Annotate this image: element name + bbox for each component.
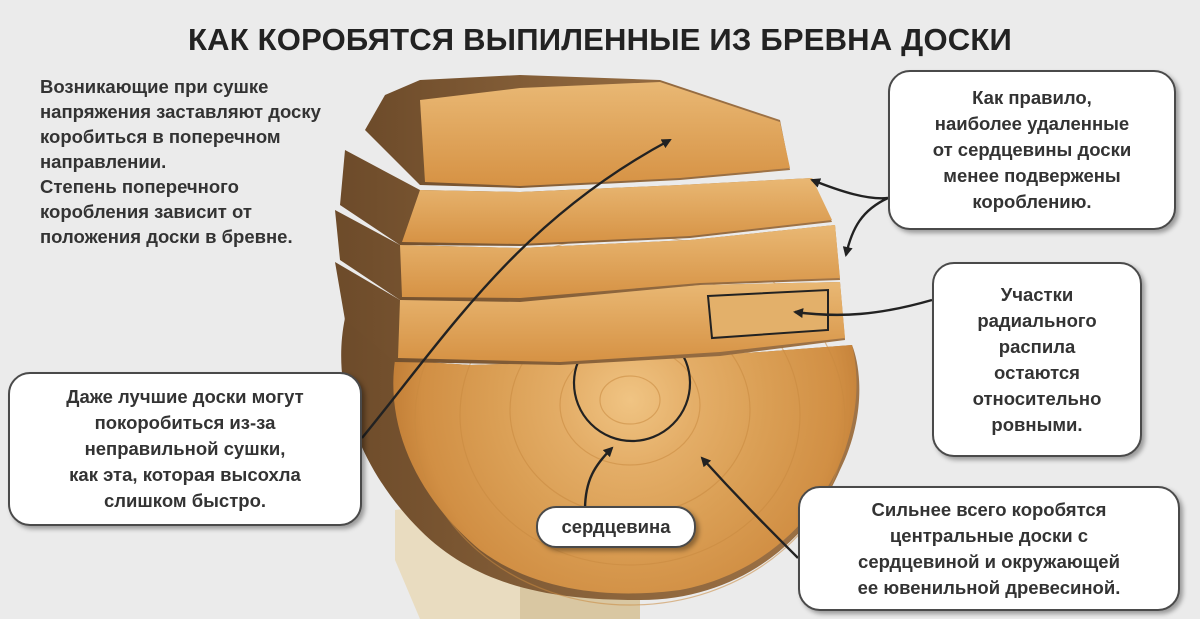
arrow-central (700, 456, 799, 559)
intro-text: Возникающие при сушке напряжения заставл… (40, 74, 330, 249)
arrows (361, 138, 933, 559)
callout-best-boards: Даже лучшие доски могут покоробиться из-… (8, 372, 362, 526)
board-1 (365, 75, 790, 188)
callout-radial-cut-text: Участки радиального распила остаются отн… (972, 283, 1102, 435)
intro-line-1: Возникающие при сушке напряжения заставл… (40, 76, 321, 172)
page-title: КАК КОРОБЯТСЯ ВЫПИЛЕННЫЕ ИЗ БРЕВНА ДОСКИ (188, 22, 1012, 57)
callout-remote-boards-text: Как правило, наиболее удаленные от сердц… (932, 87, 1132, 212)
arrow-pith (583, 446, 614, 511)
bottom-log-section (341, 234, 860, 606)
callout-best-boards-text: Даже лучшие доски могут покоробиться из-… (66, 386, 304, 511)
arrow-radial (793, 298, 933, 319)
board-4 (335, 262, 845, 365)
callout-central-boards-text: Сильнее всего коробятся центральные доск… (857, 498, 1121, 598)
board-2 (340, 150, 832, 246)
board-3 (335, 210, 840, 302)
callout-pith-text: сердцевина (561, 516, 671, 537)
callout-radial-cut: Участки радиального распила остаются отн… (932, 262, 1142, 457)
arrow-remote-up (810, 178, 889, 200)
arrow-remote-down (842, 196, 889, 257)
arrow-best-boards (361, 138, 672, 439)
callout-pith: сердцевина (536, 506, 696, 548)
intro-line-2: Степень поперечного коробления зависит о… (40, 176, 293, 247)
callout-remote-boards: Как правило, наиболее удаленные от сердц… (888, 70, 1176, 230)
callout-central-boards: Сильнее всего коробятся центральные доск… (798, 486, 1180, 611)
